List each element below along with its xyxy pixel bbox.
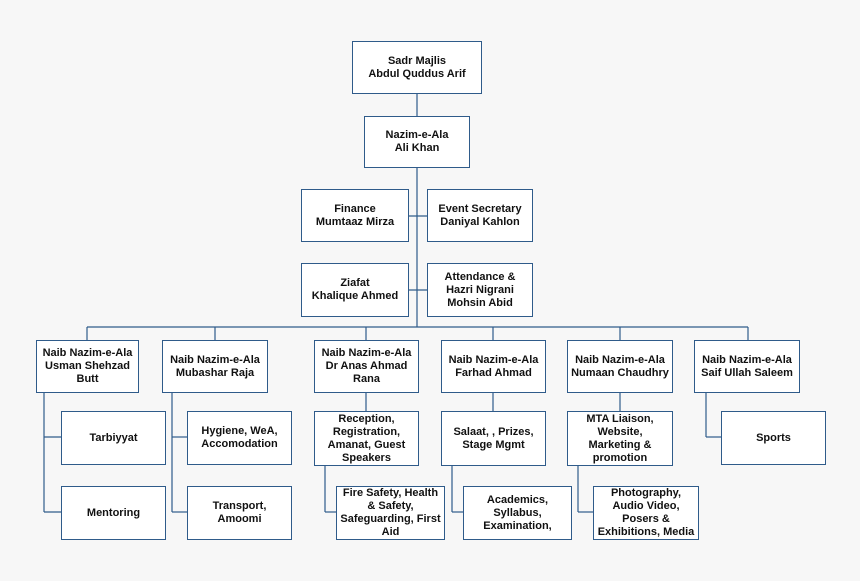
person-name: Numaan Chaudhry: [571, 366, 669, 379]
dept-label: Fire Safety, Health & Safety, Safeguardi…: [340, 487, 441, 538]
dept-label: Salaat, , Prizes, Stage Mgmt: [453, 425, 534, 451]
naib-box-saif: Naib Nazim-e-Ala Saif Ullah Saleem: [694, 340, 800, 393]
dept-tarbiyyat: Tarbiyyat: [61, 411, 166, 465]
dept-photography: Photography, Audio Video, Posers & Exhib…: [593, 486, 699, 540]
role-title: Finance: [334, 202, 376, 215]
sadr-majlis-box: Sadr Majlis Abdul Quddus Arif: [352, 41, 482, 94]
dept-label: Academics, Syllabus, Examination,: [483, 493, 552, 532]
person-name: Daniyal Kahlon: [440, 215, 520, 228]
dept-label: Transport, Amoomi: [212, 500, 267, 525]
role-title: Naib Nazim-e-Ala: [448, 353, 539, 366]
role-title: Event Secretary: [438, 202, 522, 215]
dept-fire-safety: Fire Safety, Health & Safety, Safeguardi…: [336, 486, 445, 540]
person-name: Khalique Ahmed: [311, 290, 399, 302]
dept-label: Hygiene, WeA, Accomodation: [201, 425, 278, 450]
person-name: Abdul Quddus Arif: [368, 67, 466, 80]
role-title: Naib Nazim-e-Ala: [575, 353, 665, 366]
dept-mentoring: Mentoring: [61, 486, 166, 540]
person-name: Mubashar Raja: [175, 366, 255, 379]
person-name: Saif Ullah Saleem: [701, 366, 793, 379]
person-name: Mohsin Abid: [447, 296, 513, 309]
nazim-e-ala-box: Nazim-e-Ala Ali Khan: [364, 116, 470, 168]
dept-label: Photography, Audio Video, Posers & Exhib…: [597, 487, 695, 538]
naib-box-usman: Naib Nazim-e-Ala Usman Shehzad Butt: [36, 340, 139, 393]
role-title: Naib Nazim-e-Ala: [170, 353, 260, 366]
dept-salaat: Salaat, , Prizes, Stage Mgmt: [441, 411, 546, 466]
person-name: Mumtaaz Mirza: [315, 215, 395, 228]
role-title: Nazim-e-Ala: [385, 129, 449, 141]
dept-sports: Sports: [721, 411, 826, 465]
role-title: Attendance & Hazri Nigrani: [444, 270, 516, 296]
person-name: Usman Shehzad Butt: [45, 360, 130, 385]
naib-box-anas: Naib Nazim-e-Ala Dr Anas Ahmad Rana: [314, 340, 419, 393]
dept-label: Tarbiyyat: [89, 431, 138, 444]
dept-reception: Reception, Registration, Amanat, Guest S…: [314, 411, 419, 466]
dept-academics: Academics, Syllabus, Examination,: [463, 486, 572, 540]
dept-label: Sports: [756, 431, 791, 444]
naib-box-numaan: Naib Nazim-e-Ala Numaan Chaudhry: [567, 340, 673, 393]
dept-hygiene: Hygiene, WeA, Accomodation: [187, 411, 292, 465]
event-secretary-box: Event Secretary Daniyal Kahlon: [427, 189, 533, 242]
naib-box-farhad: Naib Nazim-e-Ala Farhad Ahmad: [441, 340, 546, 393]
person-name: Ali Khan: [394, 142, 440, 154]
dept-transport: Transport, Amoomi: [187, 486, 292, 540]
finance-box: Finance Mumtaaz Mirza: [301, 189, 409, 242]
role-title: Sadr Majlis: [387, 54, 447, 67]
person-name: Farhad Ahmad: [455, 366, 532, 379]
dept-label: Reception, Registration, Amanat, Guest S…: [327, 412, 406, 464]
dept-label: Mentoring: [86, 506, 141, 519]
role-title: Naib Nazim-e-Ala: [42, 347, 133, 359]
role-title: Ziafat: [340, 277, 370, 289]
ziafat-box: Ziafat Khalique Ahmed: [301, 263, 409, 317]
dept-mta-liaison: MTA Liaison, Website, Marketing & promot…: [567, 411, 673, 466]
dept-label: MTA Liaison, Website, Marketing & promot…: [586, 412, 654, 464]
person-name: Dr Anas Ahmad Rana: [325, 360, 408, 385]
role-title: Naib Nazim-e-Ala: [321, 347, 412, 359]
role-title: Naib Nazim-e-Ala: [702, 353, 792, 366]
attendance-box: Attendance & Hazri Nigrani Mohsin Abid: [427, 263, 533, 317]
naib-box-mubashar: Naib Nazim-e-Ala Mubashar Raja: [162, 340, 268, 393]
